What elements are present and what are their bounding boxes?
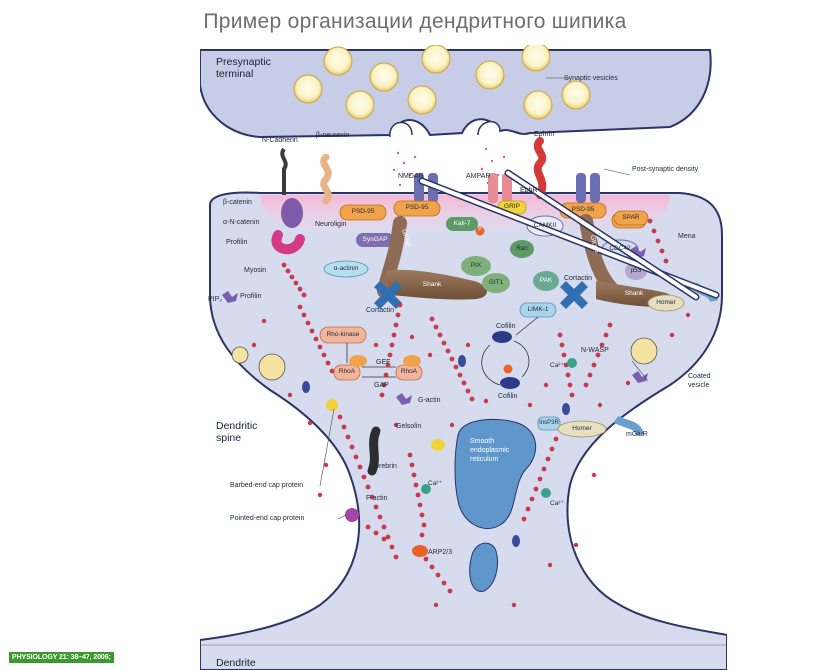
label-a-actinin: α-actinin (333, 265, 359, 272)
diagram-artwork (200, 45, 727, 670)
label-coated-vesicle-2: vesicle (688, 382, 710, 389)
label-insp3r: InsP3R (539, 420, 559, 426)
label-rhoa-b: RhoA (400, 368, 418, 375)
receptors (414, 173, 600, 203)
label-cortactin-b: Cortactin (564, 275, 593, 282)
label-ephrin: Ephrin (534, 131, 555, 138)
label-homer-b: Homer (572, 425, 592, 432)
label-arp2-3: ARP2/3 (428, 549, 453, 556)
label-g-actin: G-actin (418, 397, 441, 404)
label-a-n-catenin: α-N-catenin (223, 219, 260, 226)
label-ser-1: Smooth (470, 438, 495, 445)
label-ca-c: Ca²⁺ (550, 500, 564, 507)
label-psd95-a: PSD-95 (351, 208, 375, 215)
label-n-wasp: N-WASP (581, 347, 609, 354)
presynaptic-terminal (200, 49, 712, 139)
label-rho-kinase: Rho-kinase (326, 331, 360, 338)
label-homer-a: Homer (656, 299, 676, 306)
synaptic-vesicles (293, 45, 591, 120)
label-p53: p53 (630, 267, 642, 274)
label-gap: GAP (374, 382, 389, 389)
citation-badge: PHYSIOLOGY 21: 38–47, 2006; (9, 652, 114, 663)
label-profilin-b: Profilin (240, 293, 262, 300)
label-synaptic-vesicles: Synaptic vesicles (564, 75, 618, 82)
label-drebrin: Drebrin (374, 463, 397, 470)
label-gelsolin: Gelsolin (396, 423, 422, 430)
label-pointed-end-cap: Pointed-end cap protein (230, 515, 305, 522)
label-post-synaptic-density: Post-synaptic density (632, 166, 699, 173)
label-cofilin-a: Cofilin (496, 323, 516, 330)
label-ser-2: endoplasmic (470, 447, 510, 454)
label-cofilin-b: Cofilin (498, 393, 518, 400)
label-psd95-c: PSD-95 (571, 206, 595, 213)
label-dendrite: Dendrite (216, 657, 256, 669)
label-b-catenin: β-catenin (223, 199, 252, 206)
label-ca-b: Ca²⁺ (428, 480, 442, 487)
label-pip2: PIP₂ (208, 296, 222, 303)
smooth-er (454, 418, 537, 530)
label-grip: GRIP (504, 203, 520, 210)
dendritic-spine-diagram: Presynaptic terminal Synaptic vesicles N… (200, 45, 727, 670)
label-ephr: EphR (520, 187, 538, 194)
label-ca-a: Ca²⁺ (550, 362, 564, 369)
label-f-actin: F-actin (366, 495, 388, 502)
label-camkii: CAMKII (533, 222, 557, 229)
label-n-cadherin: N-Cadherin (262, 137, 298, 144)
label-git1: GIT1 (488, 279, 504, 286)
label-neuroligin: Neuroligin (315, 221, 347, 228)
label-nmdar: NMDAR (398, 173, 424, 180)
label-rac: Rac (516, 245, 528, 252)
page-title: Пример организации дендритного шипика (203, 10, 627, 33)
label-cortactin-a: Cortactin (366, 307, 395, 314)
label-spar: SPAR (622, 214, 640, 221)
label-cdc42: CDC42 (609, 245, 631, 252)
label-pix: PIX (470, 262, 482, 269)
label-gef: GEF (376, 359, 391, 366)
label-ser-3: reticulum (470, 456, 499, 463)
label-mena: Mena (678, 233, 696, 240)
label-phospho-a: P (478, 227, 482, 233)
label-barbed-end-cap: Barbed-end cap protein (230, 482, 304, 489)
label-ampar: AMPAR (466, 173, 491, 180)
label-shank-a: Shank (422, 281, 442, 288)
label-mglur: mGluR (626, 431, 648, 438)
label-presynaptic: Presynaptic (216, 56, 271, 68)
label-terminal: terminal (216, 68, 254, 80)
label-syngap: SynGAP (362, 236, 388, 243)
label-spine: spine (216, 432, 242, 444)
overlay-arrow (418, 169, 720, 301)
label-myosin: Myosin (244, 267, 267, 274)
label-pak: PAK (539, 277, 553, 284)
label-b-neurexin: β-neurexin (316, 132, 350, 139)
label-kalirin-7: Kali-7 (453, 220, 471, 227)
label-shank-b: Shank (624, 290, 644, 297)
label-coated-vesicle-1: Coated (688, 373, 711, 380)
label-limk-1: LIMK-1 (527, 306, 549, 313)
label-dendritic: Dendritic (216, 420, 258, 432)
label-profilin-a: Profilin (226, 239, 248, 246)
label-rhoa-a: RhoA (338, 368, 356, 375)
label-psd95-b: PSD-95 (405, 204, 429, 211)
